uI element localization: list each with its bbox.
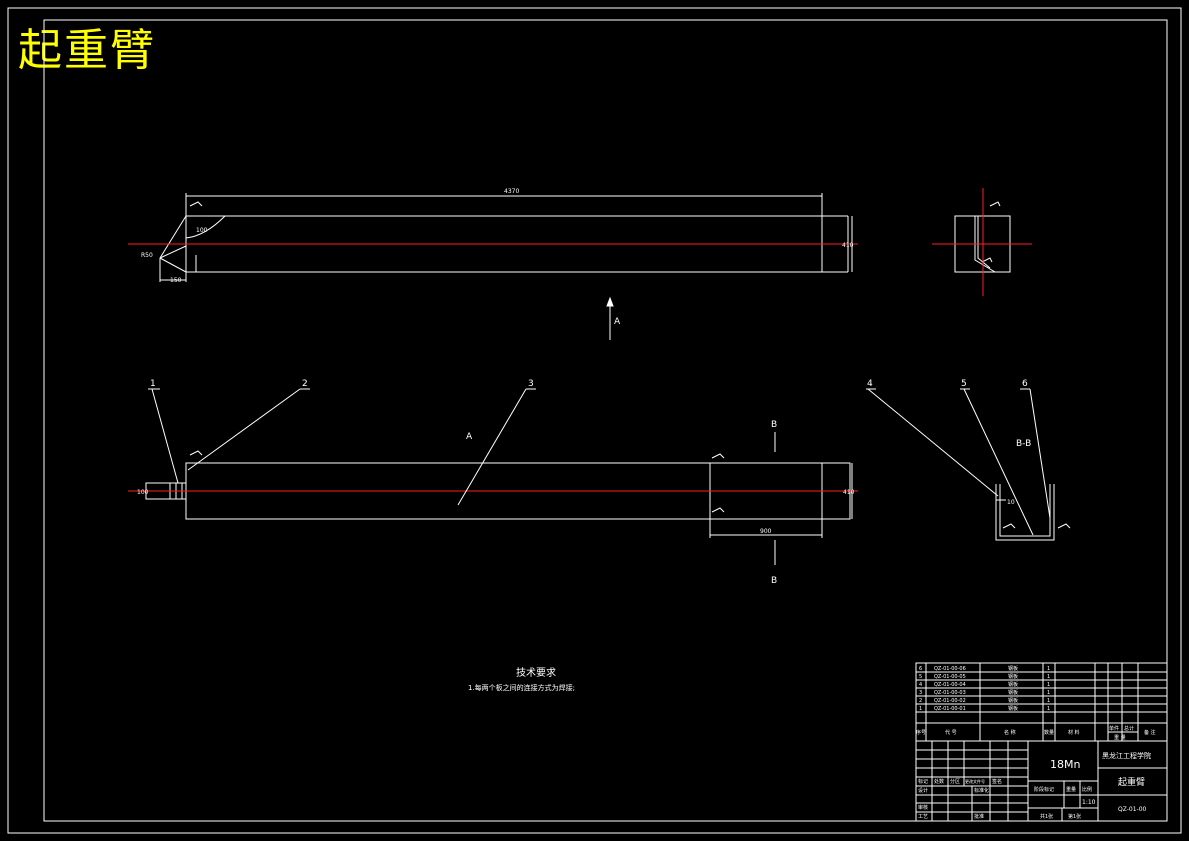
callout-5: 5 <box>961 379 967 389</box>
bom-h-code: 代 号 <box>945 729 957 736</box>
bom-h-unit: 单件 <box>1109 725 1119 732</box>
tb-weight-label: 重量 <box>1066 786 1076 793</box>
front-label-b-top: B <box>771 420 777 430</box>
top-dim-height: 410 <box>842 242 854 249</box>
bb-dim: 10 <box>1007 499 1015 506</box>
notes-title: 技术要求 <box>516 666 556 679</box>
bom-cell-name: 钢板 <box>1008 681 1018 688</box>
top-dim-150: 150 <box>170 277 182 284</box>
bom-cell-code: QZ-01-00-03 <box>934 690 966 696</box>
top-dim-length: 4370 <box>504 188 519 195</box>
outer-frame <box>7 7 1182 834</box>
bom-cell-name: 钢板 <box>1008 705 1018 712</box>
tb-sheets: 共1张 <box>1040 813 1053 820</box>
bom-h-qty: 数量 <box>1044 729 1054 736</box>
bom-cell-qty: 1 <box>1047 682 1050 688</box>
top-dim-r50: R50 <box>141 252 153 259</box>
bom-cell-no: 6 <box>919 666 922 672</box>
tb-sheet: 第1张 <box>1068 813 1081 820</box>
front-dim-900: 900 <box>760 528 772 535</box>
tb-role-review: 审核 <box>918 804 928 811</box>
bom-cell-no: 4 <box>919 682 922 688</box>
drawing-title: 起重臂 <box>18 25 156 76</box>
bom-cell-qty: 1 <box>1047 690 1050 696</box>
callout-6: 6 <box>1022 379 1028 389</box>
callout-3: 3 <box>528 379 534 389</box>
front-label-b-bottom: B <box>771 576 777 586</box>
tb-material: 18Mn <box>1050 758 1080 771</box>
bom-cell-code: QZ-01-00-05 <box>934 674 966 680</box>
front-dim-height: 410 <box>843 489 855 496</box>
tb-std: 标准化 <box>974 787 989 794</box>
view-arrow-a <box>606 296 614 340</box>
tb-rev-1: 标记 <box>918 778 928 785</box>
bom-cell-code: QZ-01-00-04 <box>934 682 966 688</box>
tb-part-name: 起重臂 <box>1118 776 1145 788</box>
callout-leaders <box>148 388 1051 536</box>
bom-cell-qty: 1 <box>1047 706 1050 712</box>
tb-scale-label: 比例 <box>1082 786 1092 793</box>
view-arrow-label: A <box>614 317 621 327</box>
bom-cell-no: 5 <box>919 674 922 680</box>
tb-scale: 1:10 <box>1082 799 1096 806</box>
callout-4: 4 <box>867 379 873 389</box>
bom-h-name: 名 称 <box>1004 729 1016 736</box>
bom-cell-qty: 1 <box>1047 698 1050 704</box>
inner-frame <box>43 19 1168 822</box>
front-view <box>145 432 853 565</box>
tb-school: 黑龙江工程学院 <box>1102 751 1151 760</box>
tb-role-process: 工艺 <box>918 814 928 820</box>
bom-cell-no: 2 <box>919 698 922 704</box>
bom-cell-code: QZ-01-00-01 <box>934 706 966 712</box>
bom-cell-qty: 1 <box>1047 674 1050 680</box>
bom-cell-name: 钢板 <box>1008 697 1018 704</box>
tb-rev-4: 更改文件号 <box>965 778 985 784</box>
bom-h-weight: 重 量 <box>1114 734 1126 741</box>
callout-2: 2 <box>302 379 308 389</box>
bom-cell-code: QZ-01-00-06 <box>934 666 966 672</box>
top-dim-100: 100 <box>196 227 208 234</box>
section-label-bb: B-B <box>1016 439 1031 449</box>
bom-h-no: 序号 <box>916 729 926 736</box>
bom-cell-no: 3 <box>919 690 922 696</box>
front-label-a: A <box>466 432 473 442</box>
notes-line-1: 1.每两个板之间的连接方式为焊接; <box>468 683 575 692</box>
bom-h-material: 材 料 <box>1068 729 1080 736</box>
bom-cell-name: 钢板 <box>1008 673 1018 680</box>
bom-cell-qty: 1 <box>1047 666 1050 672</box>
bom-h-total: 总计 <box>1124 725 1134 732</box>
bom-cell-code: QZ-01-00-02 <box>934 698 966 704</box>
bom-cell-no: 1 <box>919 706 922 712</box>
callout-1: 1 <box>150 379 156 389</box>
tb-rev-3: 分区 <box>950 778 960 785</box>
tb-role-design: 设计 <box>918 787 928 794</box>
tb-rev-5: 签名 <box>992 778 1002 785</box>
bom-table-grid <box>915 662 1168 822</box>
front-dim-left: 100 <box>137 489 149 496</box>
tb-rev-2: 处数 <box>934 778 944 785</box>
tb-approve: 批准 <box>974 813 984 820</box>
bb-section <box>995 484 1071 541</box>
top-view <box>159 193 853 282</box>
bom-h-remark: 备 注 <box>1144 729 1156 736</box>
tb-drawing-no: QZ-01-00 <box>1118 806 1147 813</box>
bom-cell-name: 钢板 <box>1008 665 1018 672</box>
tb-mark: 阶段标记 <box>1034 786 1054 793</box>
bom-cell-name: 钢板 <box>1008 689 1018 696</box>
